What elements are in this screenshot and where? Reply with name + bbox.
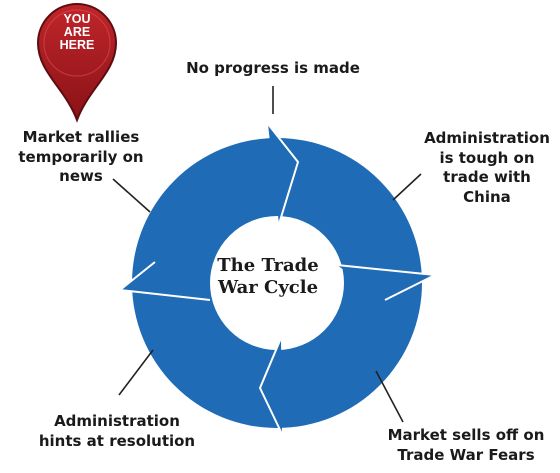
stage-administration-hints: Administration hints at resolution (38, 412, 196, 450)
arrow-right (336, 264, 436, 301)
stage-no-progress: No progress is made (186, 59, 360, 77)
you-are-here-pin-icon (36, 3, 118, 123)
you-are-here-label: YOU ARE HERE (59, 12, 95, 53)
arrow-left (119, 261, 211, 301)
leader-line-bottom-left (118, 349, 154, 396)
stage-market-rallies: Market rallies temporarily on news (18, 128, 144, 185)
cycle-ring (132, 138, 422, 428)
stage-market-sells-off: Market sells off on Trade War Fears (387, 426, 545, 464)
stage-administration-tough: Administration is tough on trade with Ch… (424, 129, 550, 206)
leader-line-left (112, 178, 151, 213)
leader-line-right (392, 173, 422, 201)
diagram-center-title: The Trade War Cycle (217, 255, 319, 298)
arrow-bottom (259, 337, 283, 435)
leader-line-bottom-right (375, 370, 404, 423)
arrow-top (267, 123, 299, 225)
